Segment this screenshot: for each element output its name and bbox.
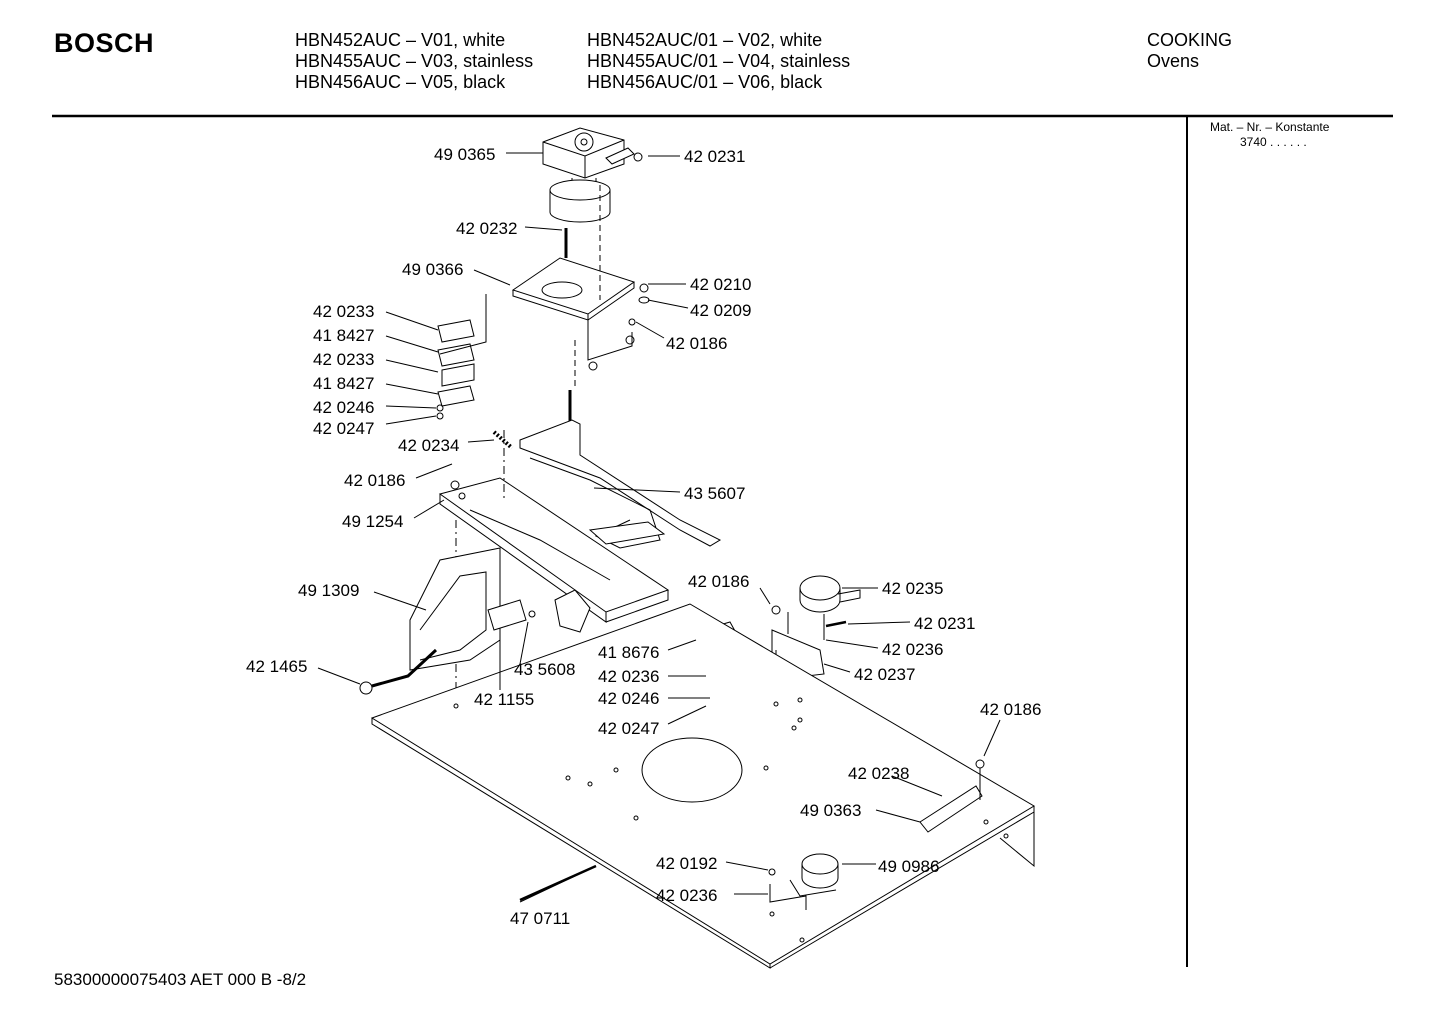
model-line: HBN456AUC/01 – V06, black xyxy=(587,72,823,92)
callout-label: 42 0186 xyxy=(344,471,405,490)
parts-drawing: PYRO xyxy=(317,127,1035,969)
callout-label: 42 0246 xyxy=(598,689,659,708)
callout-label: 42 1465 xyxy=(246,657,307,676)
callout-label: 42 0231 xyxy=(914,614,975,633)
model-line: HBN455AUC/01 – V04, stainless xyxy=(587,51,851,71)
mounting-bracket xyxy=(511,257,636,315)
model-list-right: HBN452AUC/01 – V02, white HBN455AUC/01 –… xyxy=(587,30,850,93)
callout-label: 42 0186 xyxy=(980,700,1041,719)
callout-label: 42 0233 xyxy=(313,350,374,369)
callout-label: 49 0363 xyxy=(800,801,861,820)
callout-label: 42 0192 xyxy=(656,854,717,873)
callout-label: 42 0234 xyxy=(398,436,459,455)
callout-label: 42 0237 xyxy=(854,665,915,684)
callout-label: 49 0986 xyxy=(878,857,939,876)
category: COOKING xyxy=(1147,30,1233,50)
callout-label: 41 8427 xyxy=(313,326,374,345)
callout-label: 42 0186 xyxy=(688,572,749,591)
callout-label: 42 1155 xyxy=(474,690,534,709)
document-footer: 58300000075403 AET 000 B -8/2 xyxy=(54,970,307,989)
model-list-left: HBN452AUC – V01, white HBN455AUC – V03, … xyxy=(295,30,533,93)
model-line: HBN452AUC – V01, white xyxy=(295,30,506,50)
rail-bracket xyxy=(919,785,983,833)
callout-label: 42 0247 xyxy=(313,419,374,438)
limiter-thermostat xyxy=(801,853,839,875)
callout-label: 42 0236 xyxy=(598,667,659,686)
callout-label: 43 5607 xyxy=(684,484,745,503)
model-line: HBN452AUC/01 – V02, white xyxy=(587,30,823,50)
callout-label: 42 0209 xyxy=(690,301,751,320)
model-line: HBN456AUC – V05, black xyxy=(295,72,506,92)
callout-label: 42 0246 xyxy=(313,398,374,417)
brand-logo: BOSCH xyxy=(54,28,155,58)
timer-motor xyxy=(542,127,625,179)
callout-label: 42 0231 xyxy=(684,147,745,166)
model-line: HBN455AUC – V03, stainless xyxy=(295,51,534,71)
micro-switch xyxy=(487,599,527,631)
mat-value: 3740 . . . . . . xyxy=(1240,135,1307,149)
category-block: COOKING Ovens xyxy=(1147,30,1232,72)
callout-label: 42 0186 xyxy=(666,334,727,353)
callout-label: 42 0247 xyxy=(598,719,659,738)
subcategory: Ovens xyxy=(1147,51,1200,71)
screw xyxy=(633,152,643,162)
callout-label: 42 0235 xyxy=(882,579,943,598)
callout-label: 41 8676 xyxy=(598,643,659,662)
spring xyxy=(492,430,514,450)
callout-label: 49 1254 xyxy=(342,512,403,531)
micro-switch xyxy=(437,343,475,367)
callout-label: 47 0711 xyxy=(510,909,570,928)
linkage-frame xyxy=(519,419,722,547)
micro-switch xyxy=(437,385,475,407)
mat-label: Mat. – Nr. – Konstante xyxy=(1210,120,1330,134)
callout-label: 42 0210 xyxy=(690,275,751,294)
callout-label: 41 8427 xyxy=(313,374,374,393)
callout-label: 49 0366 xyxy=(402,260,463,279)
callout-label: 42 0236 xyxy=(656,886,717,905)
callout-label: 49 1309 xyxy=(298,581,359,600)
thermostat xyxy=(799,575,841,601)
callout-label: 43 5608 xyxy=(514,660,575,679)
callout-label: 49 0365 xyxy=(434,145,495,164)
callout-label: 42 0238 xyxy=(848,764,909,783)
motor-drum xyxy=(549,179,611,201)
callout-labels: 49 0365 42 0231 42 0232 49 0366 42 0210 … xyxy=(246,145,1041,928)
callout-label: 42 0232 xyxy=(456,219,517,238)
callout-label: 42 0236 xyxy=(882,640,943,659)
callout-label: 42 0233 xyxy=(313,302,374,321)
